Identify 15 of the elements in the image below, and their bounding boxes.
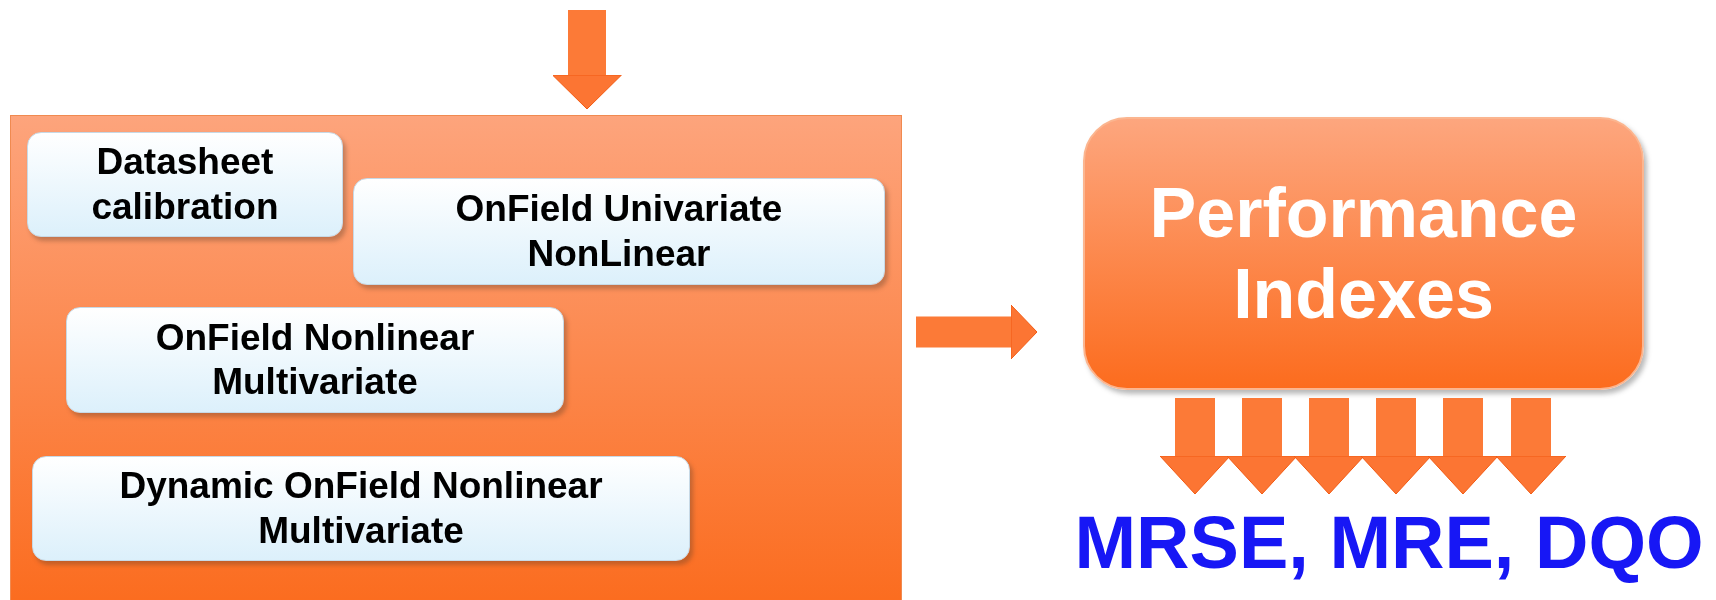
method-box: Dynamic OnField Nonlinear Multivariate [32,456,690,561]
method-box: OnField Univariate NonLinear [353,178,885,285]
method-box: OnField Nonlinear Multivariate [66,307,564,413]
block-arrow [1427,398,1499,495]
block-arrow [916,304,1038,360]
method-box: Datasheet calibration [27,132,343,237]
block-arrow [1495,398,1567,495]
block-arrow [1360,398,1432,495]
block-arrow [1226,398,1298,495]
methods-panel [10,115,902,600]
block-arrow [1159,398,1231,495]
block-arrow [1293,398,1365,495]
performance-box: Performance Indexes [1083,117,1644,390]
block-arrow [552,10,622,110]
metric-list: MRSE, MRE, DQO [1062,500,1716,596]
